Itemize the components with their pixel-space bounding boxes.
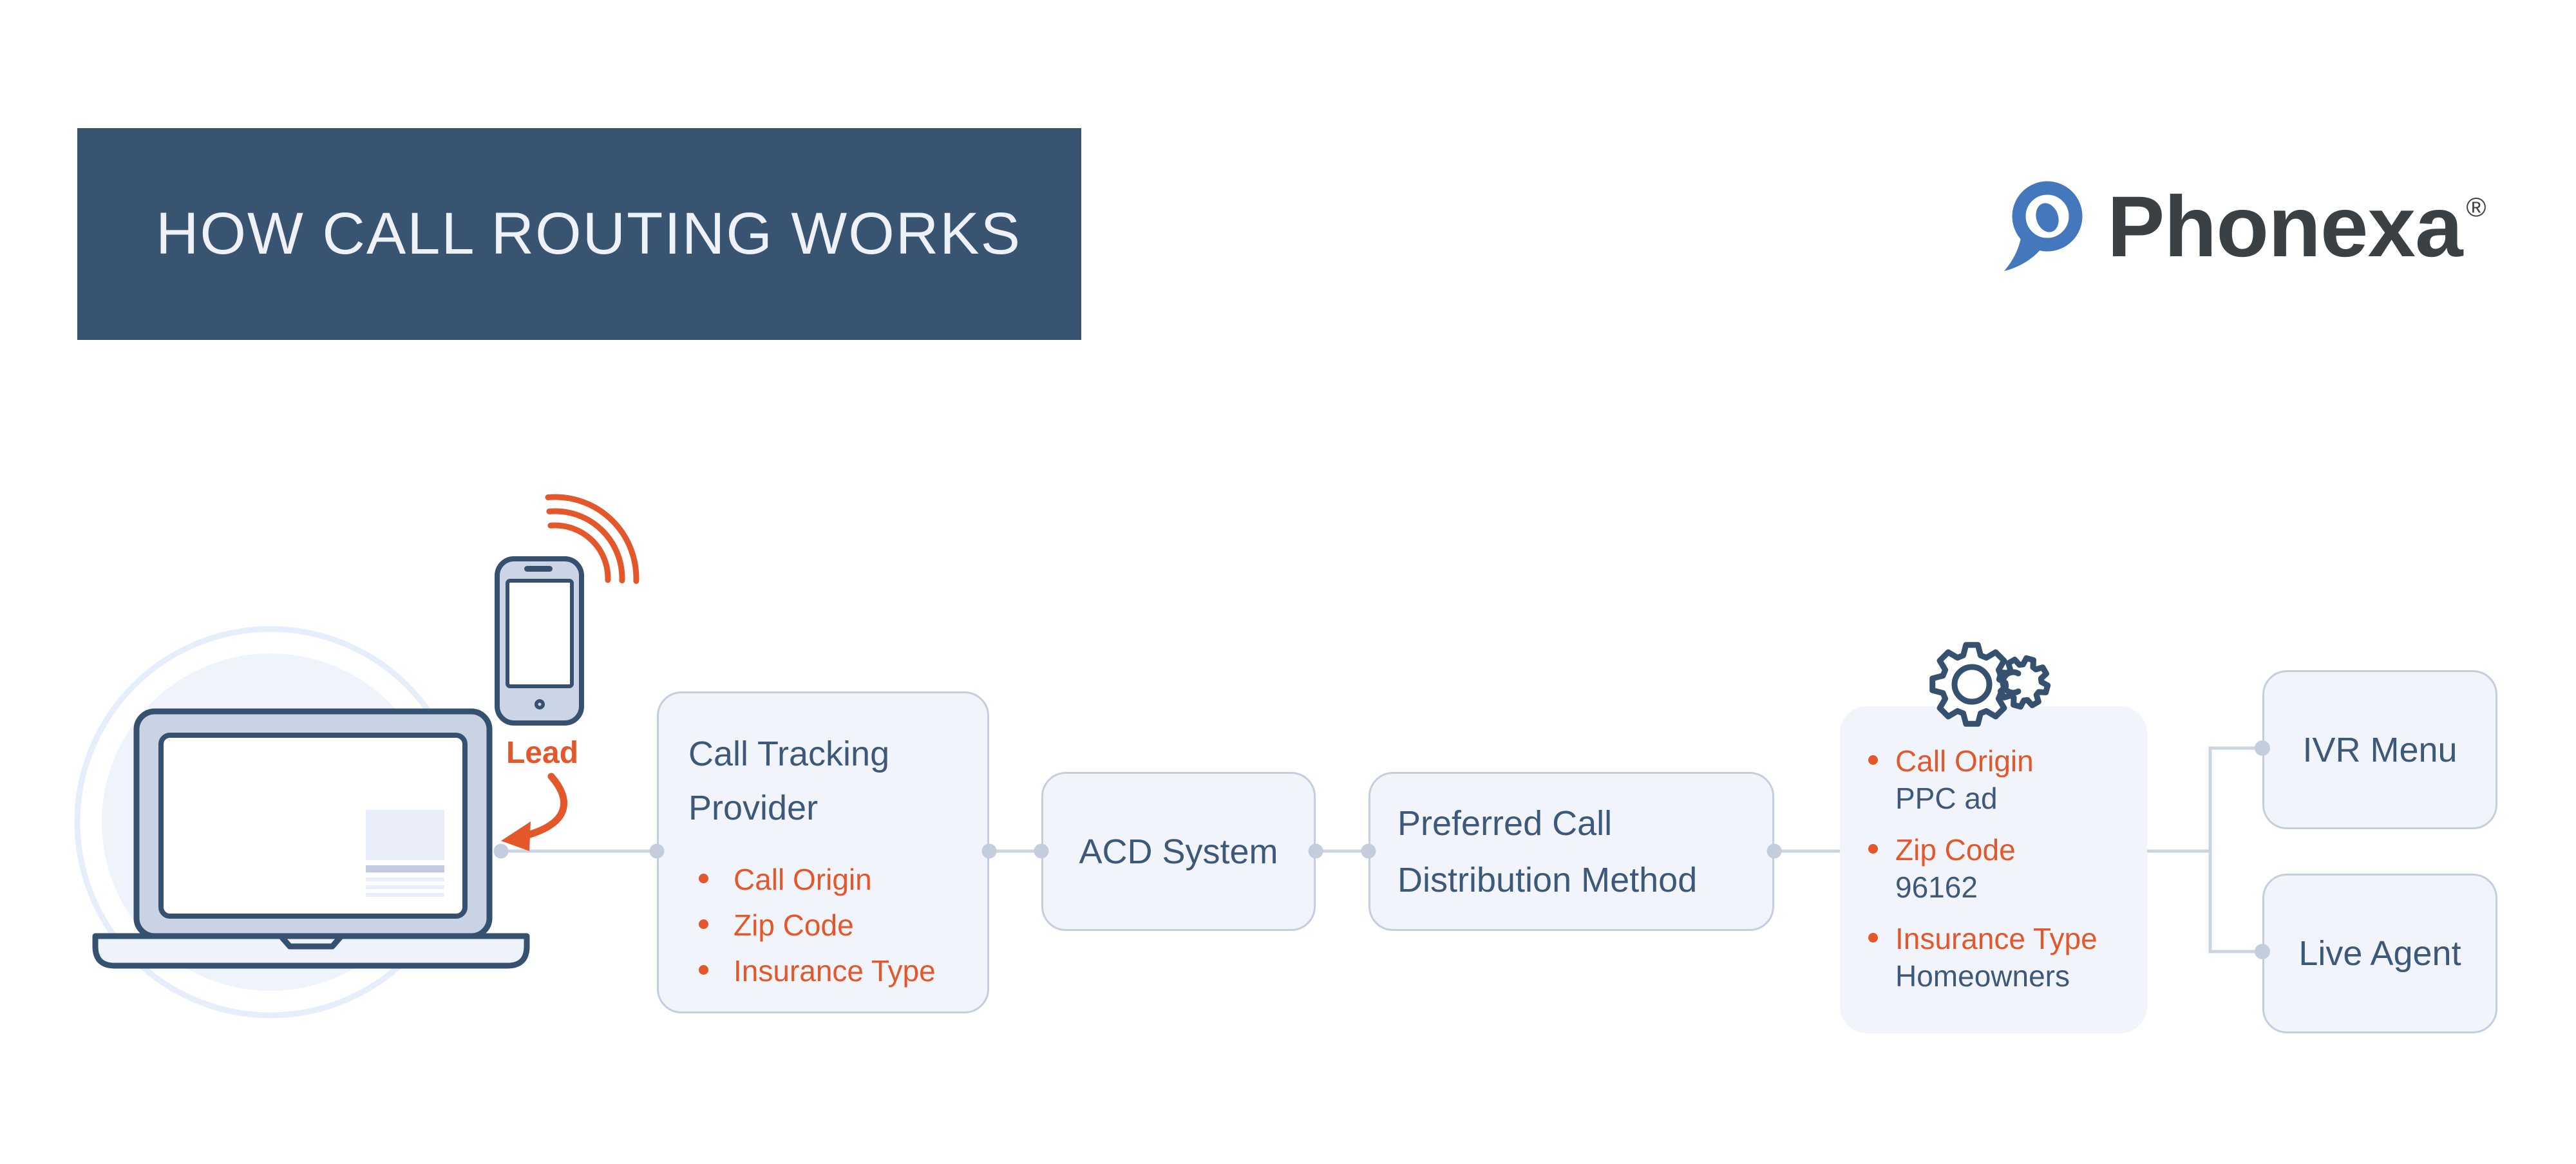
live-agent-label: Live Agent — [2298, 934, 2461, 973]
preferred-line1: Preferred Call — [1397, 803, 1613, 843]
brand-logo: Phonexa® — [2003, 175, 2486, 279]
call-tracking-title: Call Tracking Provider — [688, 727, 987, 835]
call-tracking-title-line2: Provider — [688, 789, 819, 827]
acd-system-label: ACD System — [1079, 832, 1278, 871]
brand-name-text: Phonexa — [2107, 179, 2463, 275]
node-preferred-call-distribution: Preferred Call Distribution Method — [1368, 772, 1774, 931]
bullet-insurance-type: Insurance Type — [688, 948, 987, 994]
brand-name: Phonexa® — [2107, 184, 2486, 270]
signal-waves-icon — [545, 494, 639, 584]
lead-label: Lead — [506, 736, 579, 770]
laptop-icon — [92, 708, 530, 969]
node-routing-data: Call Origin PPC ad Zip Code 96162 Insura… — [1840, 706, 2147, 1033]
node-acd-system: ACD System — [1041, 772, 1316, 931]
laptop-screen-content — [366, 810, 444, 897]
node-ivr-menu: IVR Menu — [2262, 670, 2497, 829]
routing-label-zip-code: Zip Code — [1895, 833, 2016, 867]
routing-value-zip-code: 96162 — [1895, 870, 1978, 904]
title-banner: HOW CALL ROUTING WORKS — [77, 128, 1081, 340]
routing-data-list: Call Origin PPC ad Zip Code 96162 Insura… — [1840, 706, 2147, 995]
node-call-tracking-provider: Call Tracking Provider Call Origin Zip C… — [657, 691, 989, 1013]
smartphone-icon — [495, 556, 584, 726]
routing-item-zip-code: Zip Code 96162 — [1868, 831, 2147, 906]
ivr-menu-label: IVR Menu — [2302, 730, 2458, 769]
routing-item-call-origin: Call Origin PPC ad — [1868, 742, 2147, 817]
call-tracking-title-line1: Call Tracking — [688, 735, 890, 773]
routing-label-call-origin: Call Origin — [1895, 744, 2034, 778]
lead-arrow-icon — [501, 773, 568, 851]
registered-mark: ® — [2466, 192, 2486, 222]
bullet-call-origin: Call Origin — [688, 857, 987, 903]
page-title: HOW CALL ROUTING WORKS — [156, 201, 1021, 267]
call-tracking-bullet-list: Call Origin Zip Code Insurance Type — [688, 857, 987, 994]
node-live-agent: Live Agent — [2262, 874, 2497, 1033]
routing-value-insurance-type: Homeowners — [1895, 959, 2070, 993]
preferred-line2: Distribution Method — [1397, 860, 1698, 899]
laptop-base — [92, 933, 530, 969]
background-circles-decoration — [74, 626, 467, 1018]
routing-value-call-origin: PPC ad — [1895, 782, 1998, 815]
routing-item-insurance-type: Insurance Type Homeowners — [1868, 920, 2147, 995]
phonexa-logo-icon — [2004, 181, 2083, 271]
routing-label-insurance-type: Insurance Type — [1895, 922, 2098, 955]
bullet-zip-code: Zip Code — [688, 903, 987, 948]
